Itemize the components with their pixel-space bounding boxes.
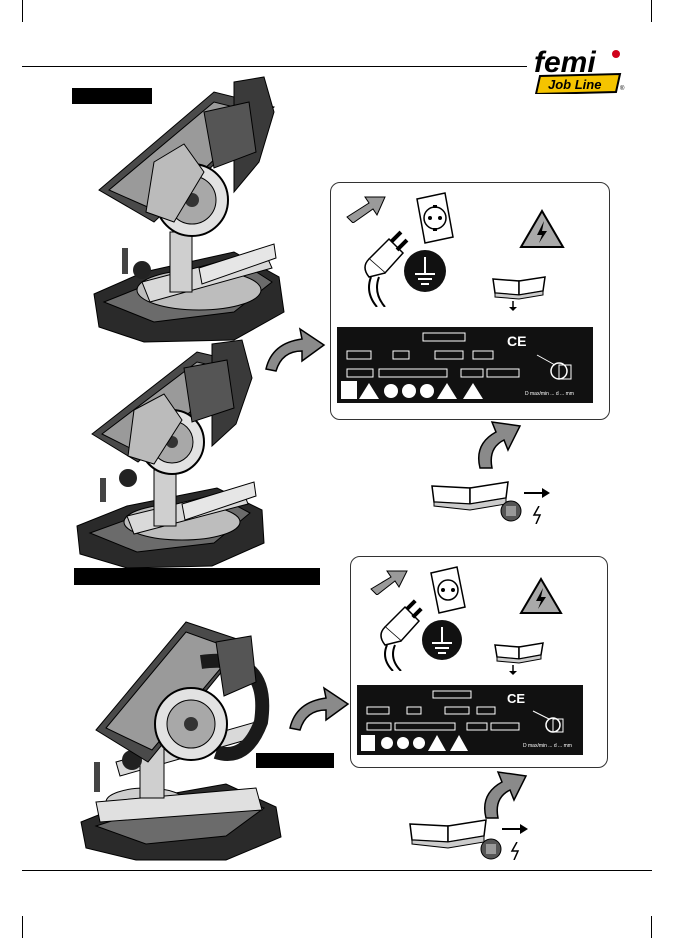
manual-book-icon	[428, 474, 512, 514]
safety-panel-1: CE D max/min ... d ... mm	[330, 182, 610, 420]
arrow-icon	[476, 764, 532, 820]
crop-mark-bottom-left-v	[22, 916, 23, 938]
figure-caption-bar	[256, 753, 334, 768]
miter-saw-illustration-3	[76, 612, 296, 862]
manual-book-icon	[489, 267, 549, 311]
qr-code-icon	[500, 500, 522, 522]
registered-mark: ®	[620, 85, 625, 92]
manual-book-icon	[491, 633, 547, 675]
miter-saw-illustration-2	[72, 338, 272, 570]
high-voltage-warning-icon	[519, 577, 563, 615]
arrow-icon	[502, 822, 528, 834]
arrow-icon	[369, 567, 409, 596]
crop-mark-top-left-v	[22, 0, 23, 22]
socket-icon	[415, 191, 455, 245]
brand-logo: femi Job Line ®	[528, 42, 628, 96]
arrow-icon	[286, 684, 352, 734]
plug-icon	[377, 593, 423, 672]
brand-logo-wordmark: femi	[534, 46, 596, 79]
brand-tagline: Job Line	[548, 77, 601, 92]
footer-rule	[22, 870, 652, 871]
crop-mark-top-right-v	[651, 0, 652, 22]
rating-label-plate: CE D max/min ... d ... mm	[357, 685, 583, 755]
ground-icon	[403, 249, 447, 293]
socket-icon	[429, 565, 467, 615]
logo-dot	[612, 50, 620, 58]
lightning-icon	[532, 505, 544, 525]
rating-label-plate: CE D max/min ... d ... mm	[337, 327, 593, 403]
dimension-text: D max/min ... d ... mm	[525, 391, 574, 397]
section-2-title-bar	[74, 568, 320, 585]
arrow-icon	[262, 325, 328, 375]
manual-book-icon	[406, 812, 490, 852]
qr-code-icon	[480, 838, 502, 860]
lightning-icon	[510, 841, 522, 861]
arrow-icon	[524, 486, 550, 498]
crop-mark-bottom-right-v	[651, 916, 652, 938]
logo-banner	[534, 72, 622, 96]
high-voltage-warning-icon	[519, 209, 565, 249]
ce-mark: CE	[507, 333, 527, 349]
header-rule	[22, 66, 527, 67]
arrow-icon	[470, 414, 526, 470]
ce-mark: CE	[507, 691, 526, 706]
ground-icon	[421, 619, 463, 661]
dimension-text: D max/min ... d ... mm	[523, 743, 572, 749]
plug-icon	[359, 223, 409, 308]
safety-panel-2: CE D max/min ... d ... mm	[350, 556, 608, 768]
arrow-icon	[345, 193, 387, 224]
miter-saw-illustration-1	[84, 72, 300, 350]
section-1-title-bar	[72, 88, 152, 104]
